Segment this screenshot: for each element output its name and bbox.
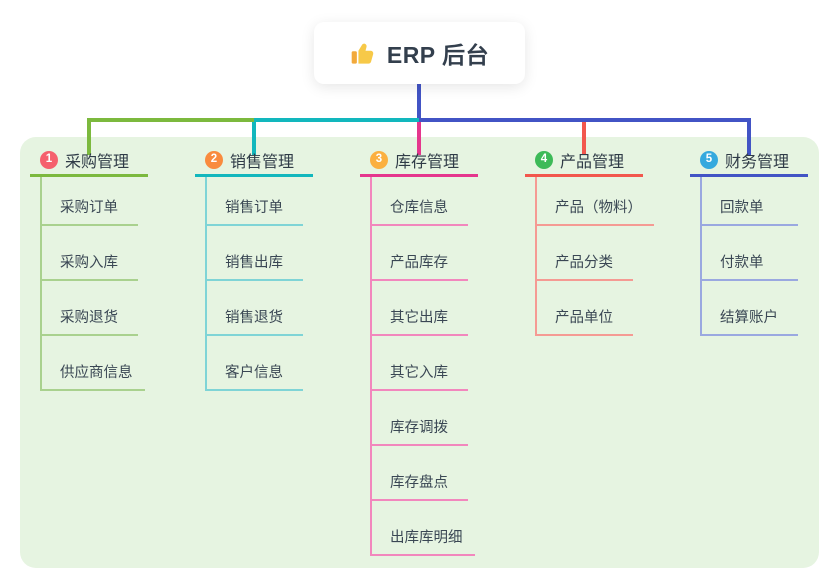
branch-drop-line-1: [87, 122, 91, 155]
mindmap-panel: [20, 137, 819, 568]
bus-segment-1: [87, 118, 254, 122]
mindmap-leaf-node[interactable]: 销售订单: [207, 177, 303, 226]
branch-title-label: 产品管理: [560, 153, 625, 171]
branch-3: 3 库存管理仓库信息产品库存其它出库其它入库库存调拨库存盘点出库库明细: [360, 148, 490, 556]
branch-5-items: 回款单付款单结算账户: [700, 177, 798, 336]
branch-title-label: 销售管理: [230, 153, 295, 171]
branch-title-3[interactable]: 3 库存管理: [360, 148, 478, 177]
branch-title-1[interactable]: 1 采购管理: [30, 148, 148, 177]
root-title: ERP 后台: [386, 42, 490, 68]
branch-drop-line-3: [417, 122, 421, 155]
mindmap-leaf-node[interactable]: 出库库明细: [372, 501, 475, 556]
mindmap-leaf-node[interactable]: 仓库信息: [372, 177, 468, 226]
mindmap-leaf-node[interactable]: 销售退货: [207, 281, 303, 336]
branch-5: 5 财务管理回款单付款单结算账户: [690, 148, 820, 336]
branch-4-items: 产品（物料）产品分类产品单位: [535, 177, 654, 336]
branch-number-badge-1: 1: [40, 150, 58, 169]
branch-1-items: 采购订单采购入库采购退货供应商信息: [40, 177, 145, 391]
branch-drop-line-4: [582, 122, 586, 155]
bus-segment-3: [419, 118, 751, 122]
branch-number-badge-3: 3: [370, 150, 388, 169]
mindmap-leaf-node[interactable]: 其它入库: [372, 336, 468, 391]
branch-title-5[interactable]: 5 财务管理: [690, 148, 808, 177]
branch-4: 4 产品管理产品（物料）产品分类产品单位: [525, 148, 655, 336]
branch-title-label: 库存管理: [395, 153, 460, 171]
branch-number-badge-4: 4: [535, 150, 553, 169]
branch-title-4[interactable]: 4 产品管理: [525, 148, 643, 177]
mindmap-leaf-node[interactable]: 付款单: [702, 226, 798, 281]
branch-drop-line-5: [747, 122, 751, 155]
mindmap-leaf-node[interactable]: 产品库存: [372, 226, 468, 281]
mindmap-leaf-node[interactable]: 产品分类: [537, 226, 633, 281]
mindmap-leaf-node[interactable]: 产品（物料）: [537, 177, 654, 226]
branch-drop-line-2: [252, 122, 256, 155]
branch-number-badge-5: 5: [700, 150, 718, 169]
mindmap-leaf-node[interactable]: 库存调拨: [372, 391, 468, 446]
mindmap-leaf-node[interactable]: 销售出库: [207, 226, 303, 281]
mindmap-leaf-node[interactable]: 库存盘点: [372, 446, 468, 501]
thumbs-up-icon: [350, 40, 377, 67]
branch-2: 2 销售管理销售订单销售出库销售退货客户信息: [195, 148, 325, 391]
branch-3-items: 仓库信息产品库存其它出库其它入库库存调拨库存盘点出库库明细: [370, 177, 475, 556]
root-node-erp[interactable]: ERP 后台: [314, 22, 525, 84]
mindmap-leaf-node[interactable]: 客户信息: [207, 336, 303, 391]
root-stem-line: [417, 84, 421, 122]
branch-title-label: 采购管理: [65, 153, 130, 171]
mindmap-leaf-node[interactable]: 供应商信息: [42, 336, 145, 391]
branch-number-badge-2: 2: [205, 150, 223, 169]
branch-title-label: 财务管理: [725, 153, 790, 171]
branch-title-2[interactable]: 2 销售管理: [195, 148, 313, 177]
mindmap-leaf-node[interactable]: 采购退货: [42, 281, 138, 336]
mindmap-leaf-node[interactable]: 采购入库: [42, 226, 138, 281]
branch-1: 1 采购管理采购订单采购入库采购退货供应商信息: [30, 148, 160, 391]
bus-segment-2: [254, 118, 419, 122]
mindmap-leaf-node[interactable]: 结算账户: [702, 281, 798, 336]
mindmap-leaf-node[interactable]: 回款单: [702, 177, 798, 226]
mindmap-leaf-node[interactable]: 采购订单: [42, 177, 138, 226]
mindmap-leaf-node[interactable]: 产品单位: [537, 281, 633, 336]
mindmap-leaf-node[interactable]: 其它出库: [372, 281, 468, 336]
branch-2-items: 销售订单销售出库销售退货客户信息: [205, 177, 303, 391]
